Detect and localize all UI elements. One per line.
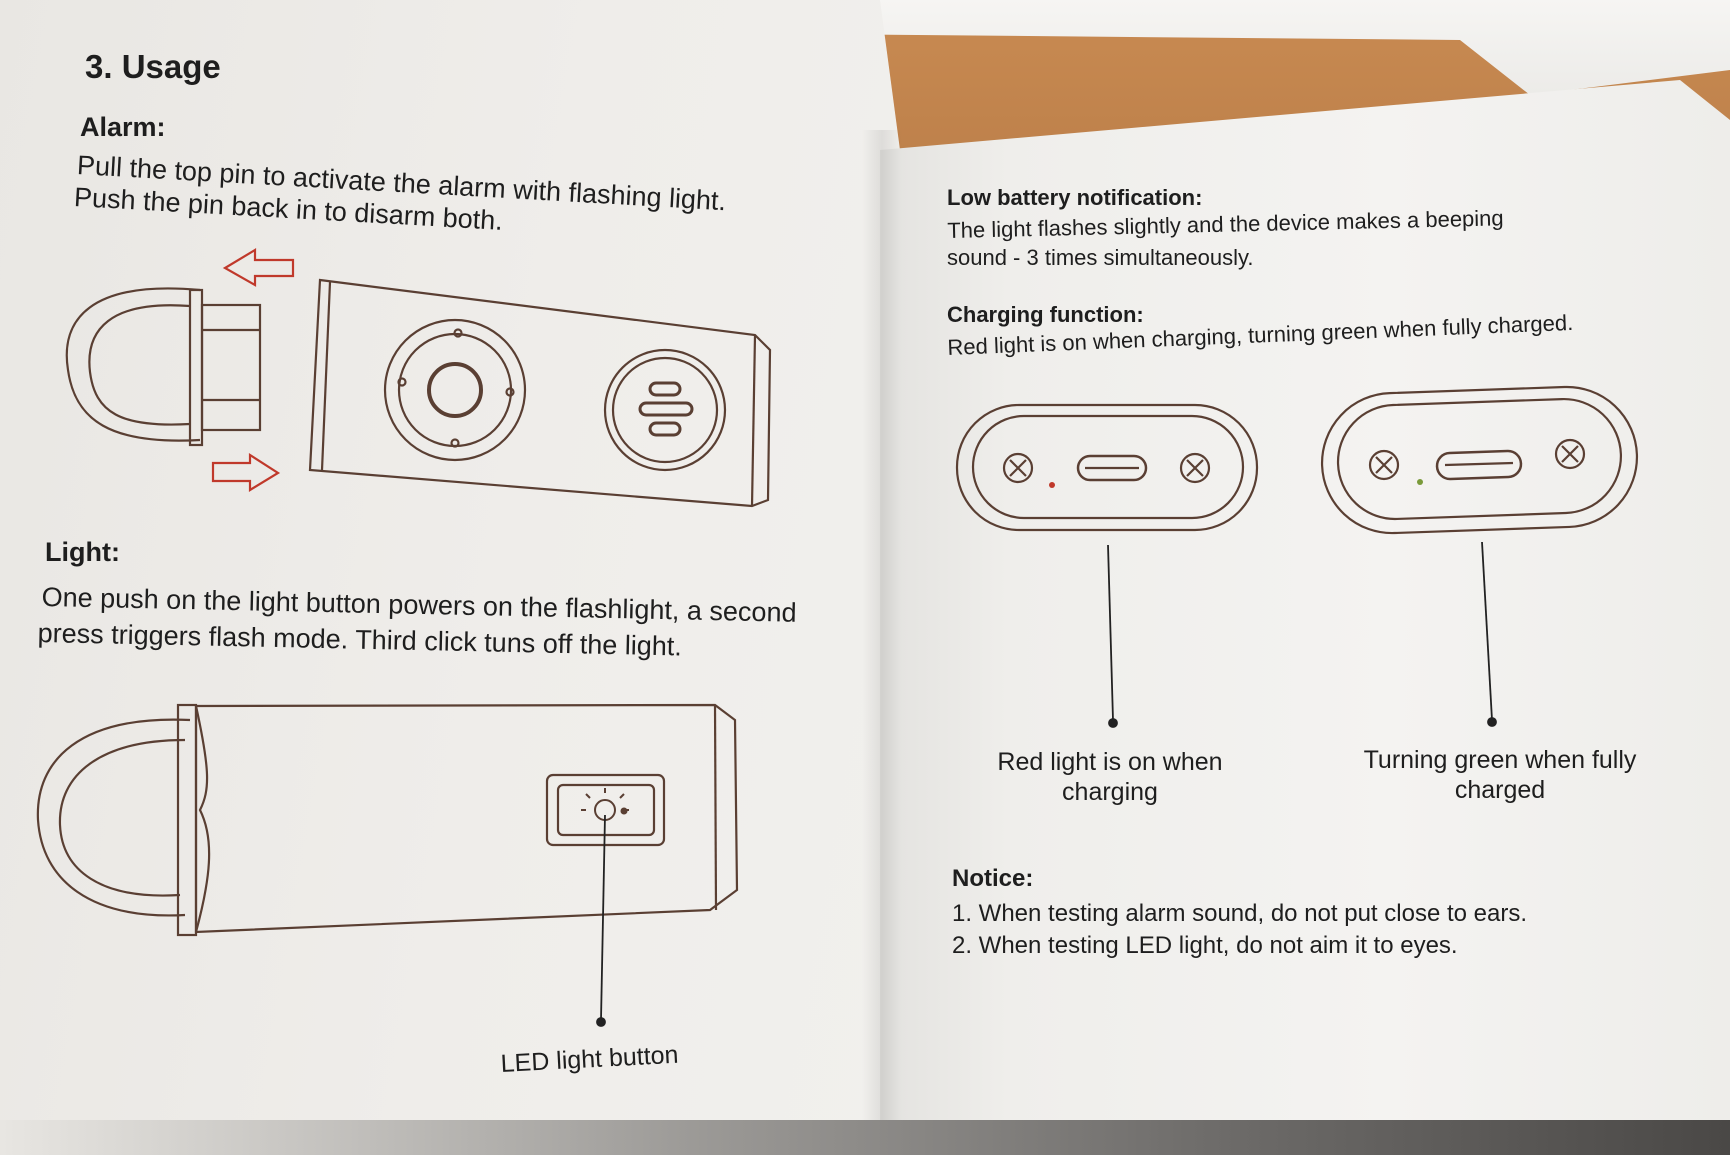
notice-item-1: 1. When testing alarm sound, do not put …	[952, 900, 1527, 927]
green-indicator-pointer-line	[1481, 541, 1497, 727]
light-heading: Light:	[45, 537, 120, 567]
low-battery-text-line-2: sound - 3 times simultaneously.	[947, 245, 1254, 270]
low-battery-heading: Low battery notification:	[947, 185, 1203, 210]
charging-heading: Charging function:	[947, 302, 1144, 327]
alarm-heading: Alarm:	[80, 112, 166, 142]
green-light-caption-line-1: Turning green when fully	[1363, 746, 1637, 774]
right-page	[880, 80, 1730, 1155]
notice-item-2: 2. When testing LED light, do not aim it…	[952, 932, 1458, 959]
pin-direction-arrows	[211, 248, 295, 492]
left-page	[0, 0, 900, 1155]
red-light-caption-line-1: Red light is on when	[997, 748, 1223, 776]
red-indicator-dot	[1049, 482, 1055, 488]
pull-out-arrow-icon	[222, 248, 295, 287]
alarm-device-body	[308, 278, 772, 508]
red-indicator-pointer-line	[1107, 544, 1118, 728]
notice-heading: Notice:	[952, 865, 1034, 892]
charging-indicator-green	[1320, 385, 1639, 535]
green-indicator-dot	[1417, 479, 1423, 485]
charging-indicator-red	[955, 403, 1259, 532]
bottom-edge-shadow	[0, 1120, 1730, 1155]
section-title: 3. Usage	[85, 48, 221, 85]
push-in-arrow-icon	[211, 452, 281, 492]
led-button-pointer-line	[596, 814, 606, 1027]
alarm-pin-illustration	[65, 287, 262, 447]
red-light-caption-line-2: charging	[1062, 778, 1158, 806]
flashlight-device-illustration	[36, 703, 739, 937]
page-fold-shadow	[862, 130, 902, 1155]
green-light-caption-line-2: charged	[1454, 776, 1546, 804]
